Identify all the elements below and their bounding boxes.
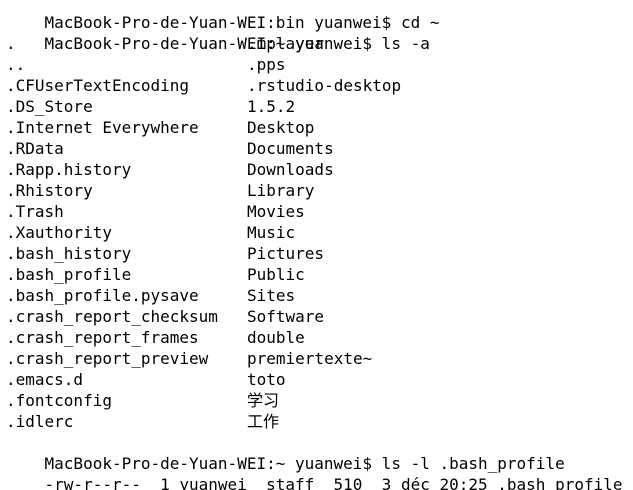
listing-row: .idlerc 工作	[6, 411, 633, 432]
shell-prompt: MacBook-Pro-de-Yuan-WEI:~ yuanwei$	[44, 34, 373, 53]
prompt-line: MacBook-Pro-de-Yuan-WEI:~ yuanwei$ ls -l…	[6, 432, 633, 473]
listing-row: .Rapp.history Downloads	[6, 159, 633, 180]
listing-row: .Xauthority Music	[6, 222, 633, 243]
listing-entry: .DS_Store	[6, 97, 93, 116]
listing-entry: double	[247, 328, 305, 347]
prompt-line: MacBook-Pro-de-Yuan-WEI:bin yuanwei$ cd …	[6, 0, 633, 32]
listing-row: .. .pps	[6, 54, 633, 75]
listing-row: .emacs.d toto	[6, 369, 633, 390]
listing-entry: .rstudio-desktop	[247, 76, 402, 95]
listing-entry: 工作	[247, 412, 280, 431]
listing-row: .CFUserTextEncoding .rstudio-desktop	[6, 75, 633, 96]
listing-entry: .Rhistory	[6, 181, 93, 200]
listing-entry: .RData	[6, 139, 64, 158]
listing-entry: .bash_profile	[6, 265, 132, 284]
listing-entry: .Xauthority	[6, 223, 112, 242]
listing-entry: premiertexte~	[247, 349, 373, 368]
listing-entry: Downloads	[247, 160, 334, 179]
listing-row: .Rhistory Library	[6, 180, 633, 201]
command-text: ls -l .bash_profile	[372, 454, 565, 473]
directory-listing: . .mplayer .. .pps .CFUserTextEncoding .rst…	[6, 33, 633, 432]
listing-row: .bash_profile.pysave Sites	[6, 285, 633, 306]
shell-prompt: MacBook-Pro-de-Yuan-WEI:~ yuanwei$	[44, 454, 373, 473]
listing-entry: Movies	[247, 202, 305, 221]
listing-entry: ..	[6, 55, 26, 74]
listing-entry: .bash_history	[6, 244, 132, 263]
listing-entry: .mplayer	[247, 34, 325, 53]
long-listing-line: -rw-r--r-- 1 yuanwei staff 510 3 déc 20:…	[6, 453, 633, 490]
listing-entry: Library	[247, 181, 315, 200]
listing-entry: .Trash	[6, 202, 64, 221]
listing-entry: .idlerc	[6, 412, 74, 431]
listing-row: .Trash Movies	[6, 201, 633, 222]
listing-entry: Documents	[247, 139, 334, 158]
listing-entry: Desktop	[247, 118, 315, 137]
file-details: -rw-r--r-- 1 yuanwei staff 510 3 déc 20:…	[44, 475, 623, 490]
listing-entry: Pictures	[247, 244, 325, 263]
listing-entry: Sites	[247, 286, 296, 305]
listing-row: .bash_history Pictures	[6, 243, 633, 264]
listing-entry: .crash_report_frames	[6, 328, 199, 347]
listing-entry: 学习	[247, 391, 280, 410]
listing-row: . .mplayer	[6, 33, 633, 54]
listing-entry: .Internet Everywhere	[6, 118, 199, 137]
listing-row: .RData Documents	[6, 138, 633, 159]
listing-entry: .bash_profile.pysave	[6, 286, 199, 305]
listing-row: .fontconfig 学习	[6, 390, 633, 411]
listing-row: .DS_Store 1.5.2	[6, 96, 633, 117]
listing-entry: .CFUserTextEncoding	[6, 76, 190, 95]
listing-entry: Music	[247, 223, 296, 242]
listing-entry: .emacs.d	[6, 370, 84, 389]
listing-entry: .crash_report_preview	[6, 349, 209, 368]
command-text: cd ~	[391, 13, 440, 32]
listing-entry: .crash_report_checksum	[6, 307, 218, 326]
listing-row: .crash_report_frames double	[6, 327, 633, 348]
listing-entry: .Rapp.history	[6, 160, 132, 179]
listing-entry: Software	[247, 307, 325, 326]
shell-prompt: MacBook-Pro-de-Yuan-WEI:bin yuanwei$	[44, 13, 392, 32]
listing-row: .bash_profile Public	[6, 264, 633, 285]
listing-entry: .fontconfig	[6, 391, 112, 410]
listing-row: .Internet Everywhere Desktop	[6, 117, 633, 138]
listing-row: .crash_report_preview premiertexte~	[6, 348, 633, 369]
command-text: ls -a	[372, 34, 430, 53]
listing-entry: .	[6, 34, 16, 53]
listing-entry: .pps	[247, 55, 286, 74]
listing-entry: toto	[247, 370, 286, 389]
listing-entry: 1.5.2	[247, 97, 296, 116]
prompt-line: MacBook-Pro-de-Yuan-WEI:~ yuanwei$ ls -a	[6, 12, 633, 53]
listing-row: .crash_report_checksum Software	[6, 306, 633, 327]
listing-entry: Public	[247, 265, 305, 284]
